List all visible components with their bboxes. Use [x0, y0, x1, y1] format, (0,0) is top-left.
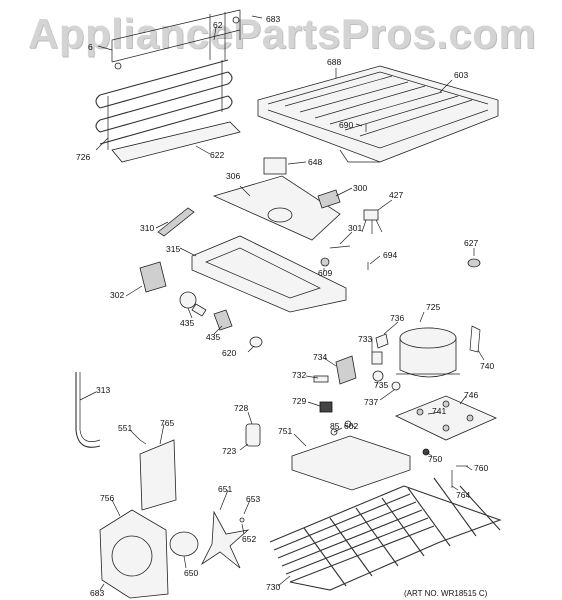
callout-427: 427 [389, 190, 404, 200]
callout-733: 733 [358, 334, 373, 344]
callout-732: 732 [292, 370, 307, 380]
callout-764: 764 [456, 490, 471, 500]
shaft [329, 245, 351, 249]
callout-653: 653 [246, 494, 261, 504]
light-bulb [179, 291, 197, 309]
screw-551 [139, 439, 147, 445]
compressor [396, 327, 460, 378]
compressor-base [395, 395, 497, 441]
clip-732 [313, 375, 329, 383]
callout-725: 725 [426, 302, 441, 312]
callout-726: 726 [76, 152, 91, 162]
callout-688: 688 [327, 57, 342, 67]
condenser-grid [269, 477, 502, 591]
wire-harness [363, 209, 379, 221]
callout-760: 760 [474, 463, 489, 473]
callout-652: 652 [242, 534, 257, 544]
capacitor-728 [245, 423, 261, 447]
callout-765: 765 [160, 418, 175, 428]
callout-741: 741 [432, 406, 447, 416]
callout-735: 735 [374, 380, 389, 390]
callout-690: 690 [339, 120, 354, 130]
air-damper [139, 261, 167, 293]
relay-bracket [263, 157, 287, 175]
relay-734 [335, 355, 357, 385]
art-number: (ART NO. WR18515 C) [404, 589, 488, 598]
watermark: AppliancePartsPros.com [28, 10, 537, 57]
control-knob-bar [157, 207, 195, 237]
callout-315: 315 [166, 244, 181, 254]
cap-735 [372, 370, 384, 382]
callout-746: 746 [464, 390, 479, 400]
callout-728: 728 [234, 403, 249, 413]
screw-602 [344, 420, 352, 428]
callout-435a: 435 [180, 318, 195, 328]
bracket-740 [469, 325, 481, 353]
thermostat [317, 189, 341, 209]
callout-85: 85 [330, 421, 340, 431]
fan-motor [169, 531, 199, 557]
callout-650: 650 [184, 568, 199, 578]
plug-button [467, 258, 481, 268]
callout-301: 301 [348, 223, 363, 233]
overload [371, 351, 383, 365]
callout-740: 740 [480, 361, 495, 371]
condenser-coil [95, 9, 241, 150]
callout-435b: 435 [206, 332, 221, 342]
relay-729 [319, 401, 333, 413]
callout-648: 648 [308, 157, 323, 167]
callout-602: 602 [344, 421, 359, 431]
callout-683b: 683 [90, 588, 105, 598]
leader-lines [79, 15, 485, 591]
callout-306: 306 [226, 171, 241, 181]
callout-729: 729 [292, 396, 307, 406]
clip-736 [375, 333, 389, 349]
light-socket [213, 309, 233, 331]
callout-737: 737 [364, 397, 379, 407]
fan-blade [200, 510, 250, 569]
callout-310: 310 [140, 223, 155, 233]
callout-551: 551 [118, 423, 133, 433]
callout-622: 622 [210, 150, 225, 160]
callout-300: 300 [353, 183, 368, 193]
callout-730: 730 [266, 582, 281, 592]
callout-750: 750 [428, 454, 443, 464]
callout-313: 313 [96, 385, 111, 395]
callout-627: 627 [464, 238, 479, 248]
washer-653 [239, 517, 245, 523]
callout-751: 751 [278, 426, 293, 436]
drain-tube [75, 372, 101, 448]
callout-620: 620 [222, 348, 237, 358]
callout-723: 723 [222, 446, 237, 456]
cover-765 [139, 439, 177, 511]
callout-603: 603 [454, 70, 469, 80]
callout-6: 6 [88, 42, 93, 52]
callout-62: 62 [213, 20, 223, 30]
callout-302: 302 [110, 290, 125, 300]
callout-683: 683 [266, 14, 281, 24]
lamp-socket [320, 257, 330, 267]
drain-pan [111, 121, 241, 163]
capacitor-620 [249, 336, 263, 348]
callout-734: 734 [313, 352, 328, 362]
callout-756: 756 [100, 493, 115, 503]
grommet-737 [391, 381, 401, 391]
callout-736: 736 [390, 313, 405, 323]
control-tray [291, 435, 411, 491]
shelf [257, 65, 499, 163]
control-housing [191, 235, 347, 313]
callout-651: 651 [218, 484, 233, 494]
callout-609: 609 [318, 268, 333, 278]
callout-694: 694 [383, 250, 398, 260]
